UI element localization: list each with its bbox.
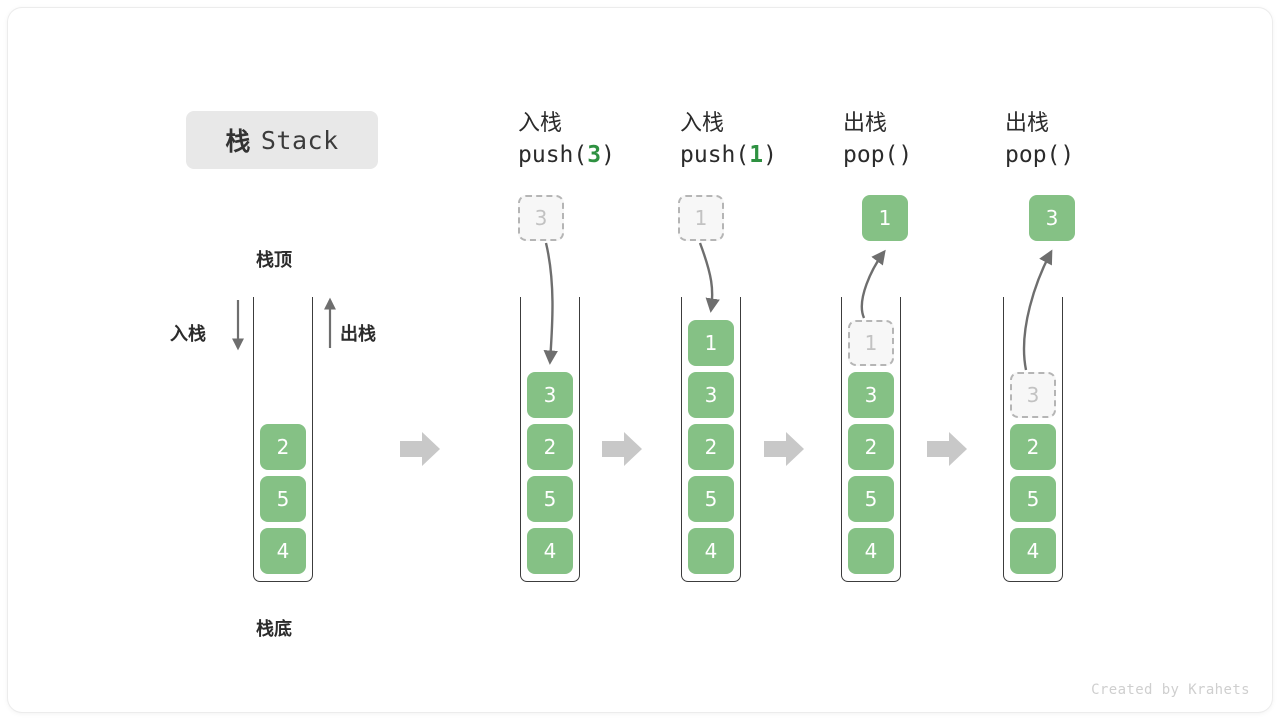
stack-floor (1003, 568, 1063, 582)
flow-arrow-icon (762, 430, 806, 468)
stack-floor (520, 568, 580, 582)
stack-cell: 5 (848, 476, 894, 522)
stack-cell: 5 (688, 476, 734, 522)
stack-wall-right (740, 297, 741, 568)
stack-wall-left (681, 297, 682, 568)
stack-floor (253, 568, 313, 582)
stack-cell: 2 (1010, 424, 1056, 470)
outgoing-cell: 1 (862, 195, 908, 241)
title-chinese: 栈 (225, 128, 251, 156)
column-header-push-1: 入栈 push(1) (680, 108, 777, 172)
stack-wall-right (1062, 297, 1063, 568)
stack-cell: 4 (688, 528, 734, 574)
column-header-chinese: 入栈 (518, 110, 563, 135)
column-header-pop-1: 出栈 pop() (843, 108, 912, 172)
stack-wall-left (841, 297, 842, 568)
stack-container-initial (253, 297, 313, 582)
stack-cell: 2 (260, 424, 306, 470)
flow-arrow-icon (600, 430, 644, 468)
stack-floor (681, 568, 741, 582)
label-push-side: 入栈 (170, 324, 206, 344)
stack-wall-right (312, 297, 313, 568)
stack-cell: 5 (1010, 476, 1056, 522)
label-pop-side: 出栈 (340, 324, 376, 344)
stack-cell: 3 (848, 372, 894, 418)
stack-cell: 3 (527, 372, 573, 418)
stack-container-push-3 (520, 297, 580, 582)
stack-cell: 4 (260, 528, 306, 574)
outgoing-cell: 3 (1029, 195, 1075, 241)
column-header-operation: push(1) (680, 142, 777, 168)
stack-floor (841, 568, 901, 582)
incoming-ghost-cell: 3 (518, 195, 564, 241)
title-english: Stack (260, 125, 339, 155)
column-header-operation: push(3) (518, 142, 615, 168)
stack-cell: 5 (260, 476, 306, 522)
column-header-operation: pop() (843, 142, 913, 168)
stack-cell: 4 (1010, 528, 1056, 574)
diagram-title-pill: 栈 Stack (186, 111, 378, 169)
stack-wall-left (1003, 297, 1004, 568)
stack-wall-right (900, 297, 901, 568)
credit-text: Created by Krahets (1091, 682, 1250, 698)
stack-cell: 4 (848, 528, 894, 574)
column-header-operation: pop() (1005, 142, 1075, 168)
stack-container-push-1 (681, 297, 741, 582)
popped-ghost-cell: 1 (848, 320, 894, 366)
incoming-ghost-cell: 1 (678, 195, 724, 241)
column-header-chinese: 出栈 (1005, 110, 1050, 135)
popped-ghost-cell: 3 (1010, 372, 1056, 418)
column-header-chinese: 入栈 (680, 110, 725, 135)
column-header-pop-2: 出栈 pop() (1005, 108, 1074, 172)
stack-container-pop-2 (1003, 297, 1063, 582)
stack-cell: 1 (688, 320, 734, 366)
flow-arrow-icon (925, 430, 969, 468)
stack-cell: 2 (848, 424, 894, 470)
stack-container-pop-1 (841, 297, 901, 582)
label-stack-top: 栈顶 (256, 250, 292, 270)
stack-wall-left (520, 297, 521, 568)
stack-cell: 3 (688, 372, 734, 418)
stack-cell: 5 (527, 476, 573, 522)
stack-cell: 2 (688, 424, 734, 470)
stack-wall-left (253, 297, 254, 568)
stack-cell: 4 (527, 528, 573, 574)
column-header-push-3: 入栈 push(3) (518, 108, 615, 172)
column-header-chinese: 出栈 (843, 110, 888, 135)
stack-cell: 2 (527, 424, 573, 470)
stack-wall-right (579, 297, 580, 568)
flow-arrow-icon (398, 430, 442, 468)
label-stack-bottom: 栈底 (256, 619, 292, 639)
